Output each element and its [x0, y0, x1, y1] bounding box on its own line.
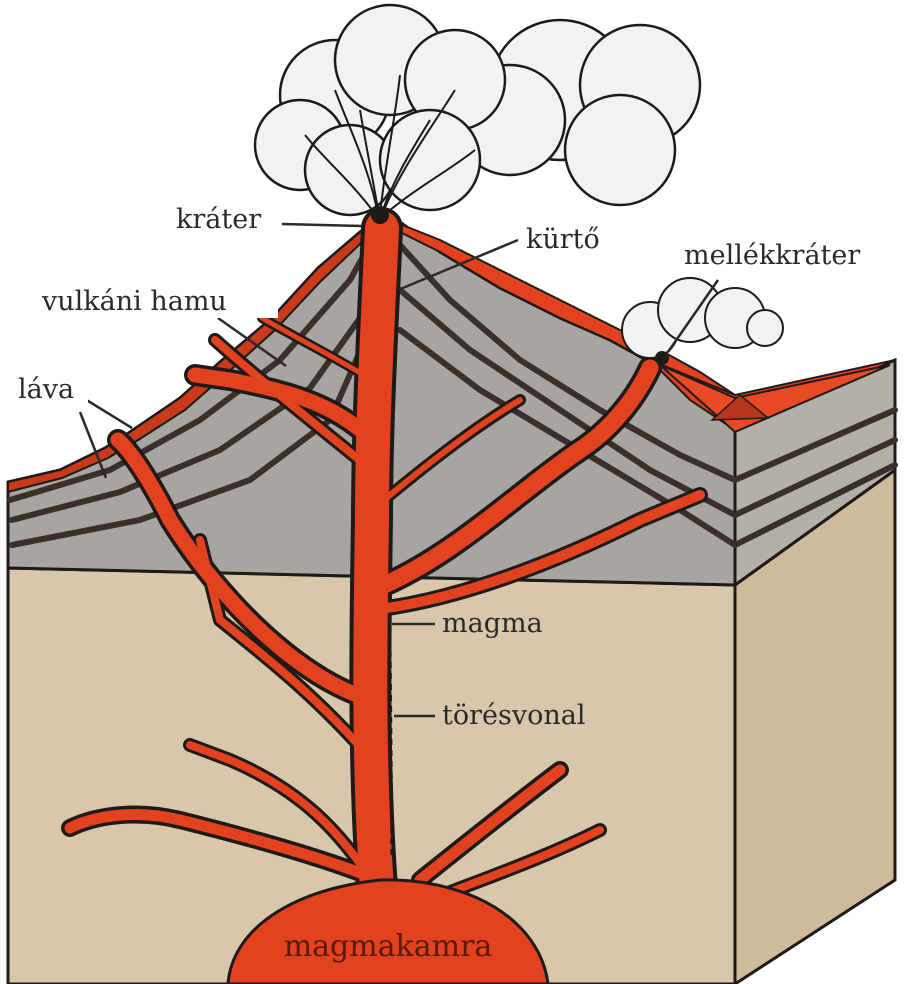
label-magma: magma: [442, 608, 543, 639]
label-kurto: kürtő: [526, 224, 600, 255]
parasitic-cloud: [622, 278, 783, 358]
crater-vent: [371, 206, 389, 224]
label-toresvonal: törésvonal: [442, 700, 585, 731]
label-lava: láva: [18, 374, 74, 405]
label-krater: kráter: [176, 204, 261, 235]
label-vulkani-hamu: vulkáni hamu: [41, 286, 227, 317]
label-magmakamra: magmakamra: [284, 929, 493, 964]
parasitic-vent: [655, 351, 669, 365]
eruption-cloud: [255, 5, 700, 215]
label-mellekkrater: mellékkráter: [684, 240, 860, 271]
